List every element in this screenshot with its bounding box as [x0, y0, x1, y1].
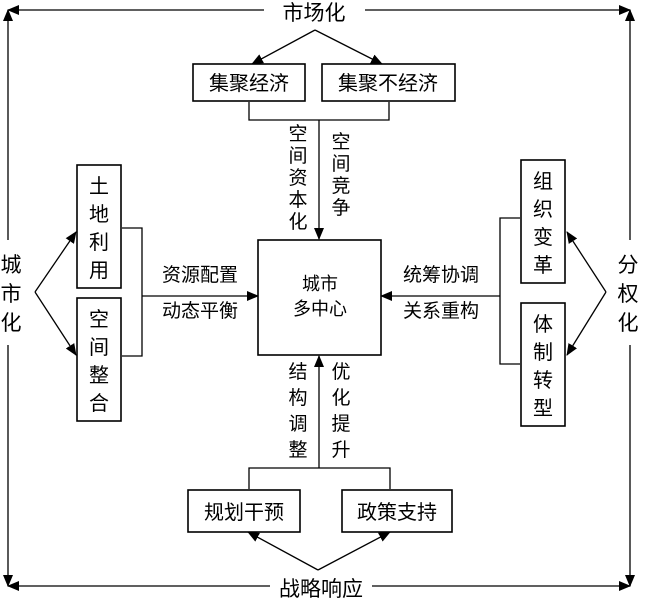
- label-structural-adjustment-char: 构: [288, 387, 307, 409]
- label-relation-restructure: 关系重构: [403, 300, 479, 322]
- label-spatial-competition-char: 争: [331, 197, 350, 219]
- label-spatial-capitalization-char: 资: [288, 167, 307, 189]
- text-land-use-char: 用: [89, 258, 109, 282]
- arrow-urbanization-to-landuse: [34, 231, 77, 293]
- label-strategic-response: 战略响应: [279, 577, 363, 601]
- left-bracket: [122, 227, 143, 357]
- label-spatial-capitalization: 空 间 资 本 化: [288, 123, 307, 233]
- text-land-use-char: 利: [89, 230, 109, 254]
- label-optimization-upgrade-char: 提: [331, 413, 350, 435]
- text-institution-transform: 体 制 转 型: [533, 312, 553, 420]
- arrow-strategy-to-policy: [317, 531, 391, 571]
- right-bracket: [499, 217, 520, 365]
- label-spatial-capitalization-char: 空: [288, 123, 307, 145]
- text-organization-change-char: 组: [533, 169, 553, 193]
- label-decentralization-char: 化: [618, 311, 639, 335]
- box-land-use: [76, 164, 122, 289]
- text-center-line2: 多中心: [293, 299, 347, 320]
- box-organization-change: [520, 159, 566, 284]
- bottom-bracket: [248, 467, 391, 489]
- text-spatial-integration: 空 间 整 合: [89, 307, 109, 415]
- arrow-decentralization-to-institution: [566, 291, 607, 356]
- text-agglomeration-diseconomy: 集聚不经济: [338, 71, 438, 95]
- text-land-use-char: 地: [89, 202, 109, 226]
- box-institution-transform: [520, 302, 566, 427]
- label-spatial-capitalization-char: 本: [288, 189, 307, 211]
- text-center-line1: 城市: [302, 274, 338, 295]
- label-optimization-upgrade: 优 化 提 升: [331, 361, 350, 461]
- box-spatial-integration: [76, 297, 122, 422]
- label-urbanization-char: 市: [1, 282, 22, 306]
- text-spatial-integration-char: 合: [89, 391, 109, 415]
- label-resource-allocation: 资源配置: [162, 264, 238, 286]
- text-institution-transform-char: 转: [533, 368, 553, 392]
- label-spatial-competition: 空 间 竞 争: [331, 131, 350, 219]
- label-decentralization: 分 权 化: [618, 253, 639, 335]
- box-center-polycentric: [257, 239, 382, 356]
- label-structural-adjustment: 结 构 调 整: [288, 361, 307, 461]
- text-spatial-integration-char: 空: [89, 307, 109, 331]
- label-structural-adjustment-char: 调: [288, 413, 307, 435]
- label-optimization-upgrade-char: 化: [331, 387, 350, 409]
- text-spatial-integration-char: 整: [89, 363, 109, 387]
- arrow-strategy-to-planning: [247, 531, 319, 571]
- text-organization-change: 组 织 变 革: [533, 169, 553, 277]
- label-decentralization-char: 分: [618, 253, 639, 277]
- label-dynamic-balance: 动态平衡: [162, 300, 238, 322]
- arrow-market-to-diseconomy: [314, 29, 383, 65]
- label-marketization: 市场化: [283, 1, 346, 25]
- label-spatial-competition-char: 间: [331, 153, 350, 175]
- text-institution-transform-char: 型: [533, 396, 553, 420]
- label-optimization-upgrade-char: 优: [331, 361, 350, 383]
- label-spatial-capitalization-char: 化: [288, 211, 307, 233]
- text-institution-transform-char: 制: [533, 340, 553, 364]
- text-institution-transform-char: 体: [533, 312, 553, 336]
- text-organization-change-char: 织: [533, 197, 553, 221]
- text-organization-change-char: 变: [533, 225, 553, 249]
- box-agglomeration-economy: [192, 63, 306, 102]
- box-policy-support: [341, 489, 453, 533]
- label-urbanization-char: 化: [1, 311, 22, 335]
- label-decentralization-char: 权: [618, 282, 639, 306]
- label-structural-adjustment-char: 整: [288, 439, 307, 461]
- text-organization-change-char: 革: [533, 253, 553, 277]
- top-bracket: [248, 102, 390, 121]
- text-land-use: 土 地 利 用: [89, 174, 109, 282]
- label-spatial-competition-char: 空: [331, 131, 350, 153]
- label-spatial-competition-char: 竞: [331, 175, 350, 197]
- text-planning-intervention: 规划干预: [204, 500, 284, 524]
- text-agglomeration-economy: 集聚经济: [209, 71, 289, 95]
- arrow-market-to-agglomeration: [251, 29, 316, 65]
- label-urbanization: 城 市 化: [1, 253, 22, 335]
- label-structural-adjustment-char: 结: [288, 361, 307, 383]
- label-optimization-upgrade-char: 升: [331, 439, 350, 461]
- label-urbanization-char: 城: [1, 253, 22, 277]
- text-land-use-char: 土: [89, 174, 109, 198]
- label-coordination: 统筹协调: [403, 264, 479, 286]
- arrow-decentralization-to-organization: [566, 231, 607, 293]
- label-spatial-capitalization-char: 间: [288, 145, 307, 167]
- arrow-urbanization-to-spatial: [34, 291, 77, 356]
- box-agglomeration-diseconomy: [321, 63, 456, 102]
- box-planning-intervention: [187, 489, 301, 533]
- text-policy-support: 政策支持: [357, 500, 437, 524]
- text-spatial-integration-char: 间: [89, 335, 109, 359]
